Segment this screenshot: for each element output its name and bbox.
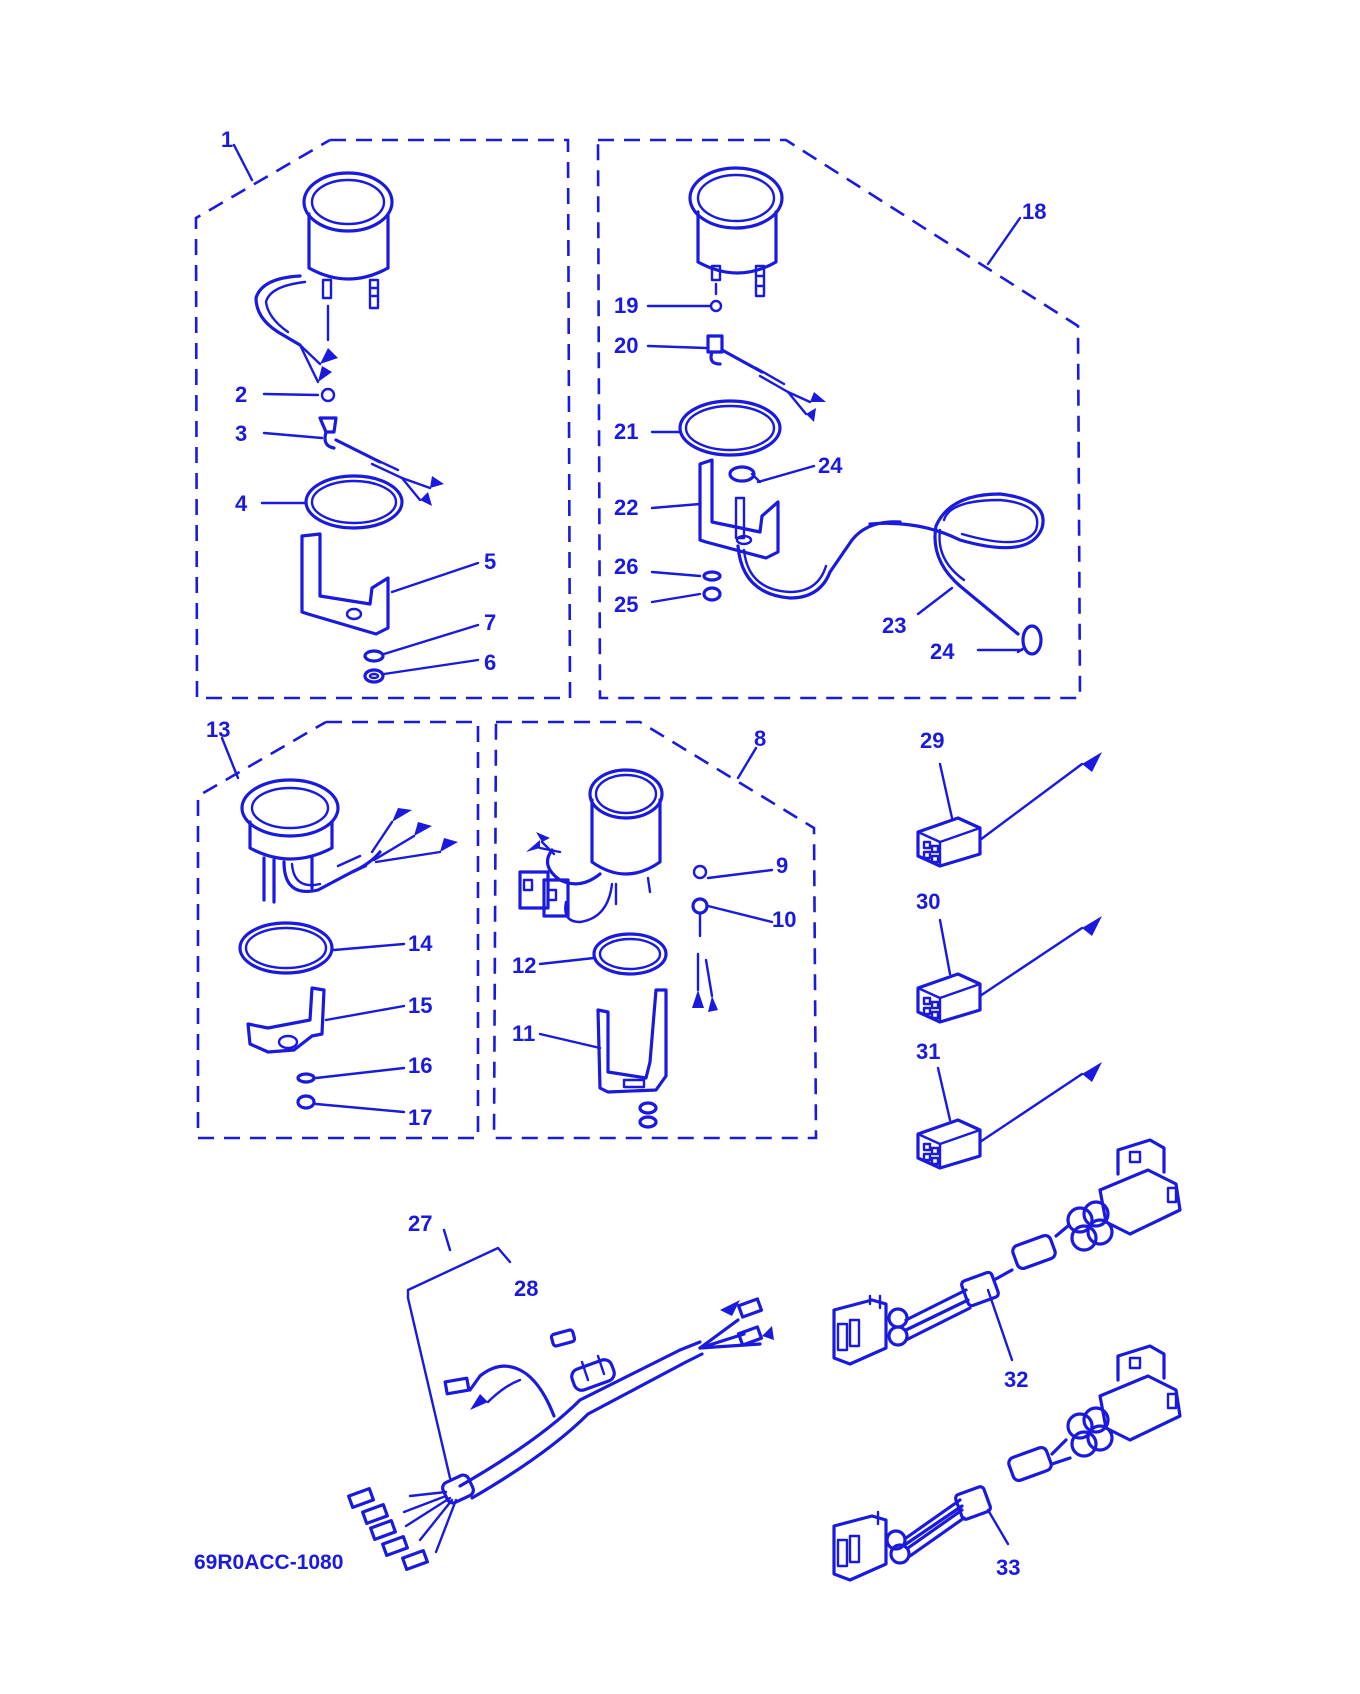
group-1-gauge-kit: 1 2 3 4 5 7 6 <box>194 127 572 700</box>
gauge-8 <box>518 768 664 924</box>
callout-11: 11 <box>512 1021 535 1046</box>
adapter-harness-33: 33 <box>832 1344 1182 1582</box>
connector-30: 30 <box>916 889 1102 1024</box>
sender-unit-3 <box>318 387 444 506</box>
nut-25 <box>702 586 722 602</box>
callout-23: 23 <box>882 613 906 638</box>
gauge-18 <box>688 166 784 298</box>
o-ring-21 <box>678 399 782 457</box>
washer-16 <box>296 1072 316 1084</box>
callout-3: 3 <box>235 421 247 446</box>
washer-26 <box>702 570 722 582</box>
callout-7: 7 <box>484 610 496 635</box>
callout-20: 20 <box>614 333 638 358</box>
o-ring-14 <box>238 921 334 975</box>
callout-26: 26 <box>614 554 638 579</box>
sender-20 <box>706 334 826 422</box>
callout-9: 9 <box>776 853 788 878</box>
gauge-13 <box>240 778 458 904</box>
callout-31: 31 <box>916 1039 940 1064</box>
bracket-5 <box>300 532 390 636</box>
group-13-gauge-kit: 13 14 15 16 17 <box>196 717 480 1140</box>
cap-19 <box>709 299 723 313</box>
clip-24a <box>728 465 762 484</box>
callout-4: 4 <box>235 491 248 516</box>
pitot-tube-23 <box>736 492 1045 656</box>
o-ring-4 <box>304 474 404 530</box>
bracket-22 <box>698 458 780 560</box>
nut-17 <box>296 1094 316 1110</box>
callout-1: 1 <box>221 127 233 152</box>
callout-25: 25 <box>614 592 638 617</box>
group-18-gauge-kit: 18 19 20 21 24 22 26 25 23 24 <box>596 138 1082 700</box>
callout-30: 30 <box>916 889 940 914</box>
wire-harness-27: 27 <box>347 1211 774 1572</box>
callout-32: 32 <box>1004 1367 1028 1392</box>
callout-2: 2 <box>235 382 247 407</box>
nut-11 <box>638 1101 658 1129</box>
nut-6 <box>363 668 385 684</box>
cap-9 <box>692 864 708 880</box>
callout-13: 13 <box>206 717 230 742</box>
callout-29: 29 <box>920 728 944 753</box>
callout-21: 21 <box>614 419 638 444</box>
drawing-code: 69R0ACC-1080 <box>194 1551 343 1574</box>
adapter-harness-32: 32 <box>832 1138 1182 1392</box>
bracket-15 <box>246 986 326 1054</box>
sender-10 <box>691 897 718 1012</box>
callout-14: 14 <box>408 931 433 956</box>
callout-33: 33 <box>996 1555 1020 1580</box>
callout-8: 8 <box>754 726 766 751</box>
callout-24-a: 24 <box>818 453 843 478</box>
callout-6: 6 <box>484 650 496 675</box>
group-8-gauge-kit: 8 9 10 12 11 <box>492 720 818 1140</box>
callout-28: 28 <box>514 1276 538 1301</box>
washer-7 <box>363 649 385 663</box>
callout-5: 5 <box>484 549 496 574</box>
callout-17: 17 <box>408 1105 432 1130</box>
fuse-28: 28 <box>514 1276 577 1348</box>
o-ring-12 <box>592 932 668 976</box>
gauge-1 <box>254 171 394 384</box>
callout-10: 10 <box>772 907 796 932</box>
callout-22: 22 <box>614 495 638 520</box>
connector-31: 31 <box>916 1039 1102 1170</box>
callout-12: 12 <box>512 953 536 978</box>
callout-15: 15 <box>408 993 432 1018</box>
callout-27: 27 <box>408 1211 432 1236</box>
callout-18: 18 <box>1022 199 1046 224</box>
callout-24-b: 24 <box>930 639 955 664</box>
connector-29: 29 <box>916 728 1102 868</box>
callout-16: 16 <box>408 1053 432 1078</box>
callout-19: 19 <box>614 293 638 318</box>
bracket-11 <box>596 988 668 1094</box>
